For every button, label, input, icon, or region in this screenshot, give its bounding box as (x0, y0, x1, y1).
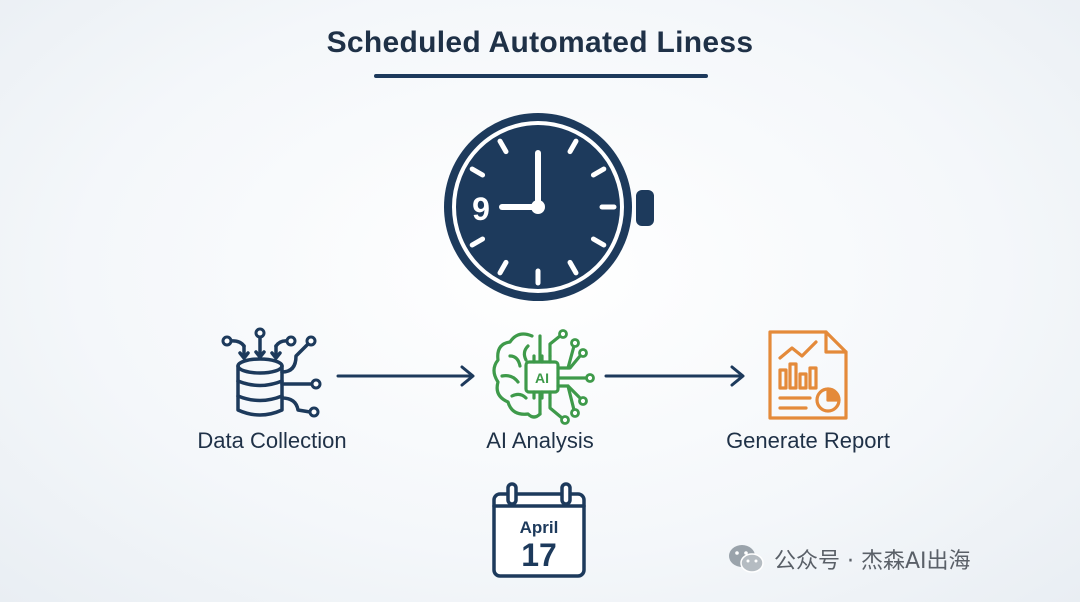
clock-tick (590, 236, 607, 248)
step-label-ai-analysis: AI Analysis (486, 428, 594, 453)
calendar-day: 17 (521, 537, 557, 573)
clock-tick (567, 259, 579, 276)
diagram-title: Scheduled Automated Liness (326, 26, 754, 59)
step-label-generate-report: Generate Report (726, 428, 890, 453)
clock-icon: 9 (444, 113, 654, 301)
calendar-month: April (520, 518, 559, 537)
clock-face-ring (452, 121, 624, 293)
clock-tick (497, 259, 509, 276)
flow-arrow-2 (604, 365, 745, 387)
clock-tick (590, 166, 607, 178)
ai-brain-icon: AI (492, 329, 595, 425)
flow-arrow-1 (336, 365, 475, 387)
watermark-text: 公众号 · 杰森AI出海 (774, 549, 971, 574)
clock-crown (636, 190, 654, 226)
database-icon (221, 327, 322, 418)
watermark: 公众号 · 杰森AI出海 (728, 541, 971, 577)
clock-tick (469, 236, 486, 248)
clock-tick (469, 166, 486, 178)
title-underline (374, 74, 708, 78)
report-icon (768, 330, 848, 420)
clock-center-pin (531, 200, 545, 214)
ai-chip-text: AI (535, 370, 549, 386)
clock-tick (497, 138, 509, 155)
clock-hour-label: 9 (472, 191, 490, 227)
wechat-icon (729, 545, 764, 573)
calendar-icon: April 17 (492, 482, 586, 578)
step-label-data-collection: Data Collection (197, 428, 347, 453)
clock-ticks (469, 138, 617, 286)
clock-tick (567, 138, 579, 155)
